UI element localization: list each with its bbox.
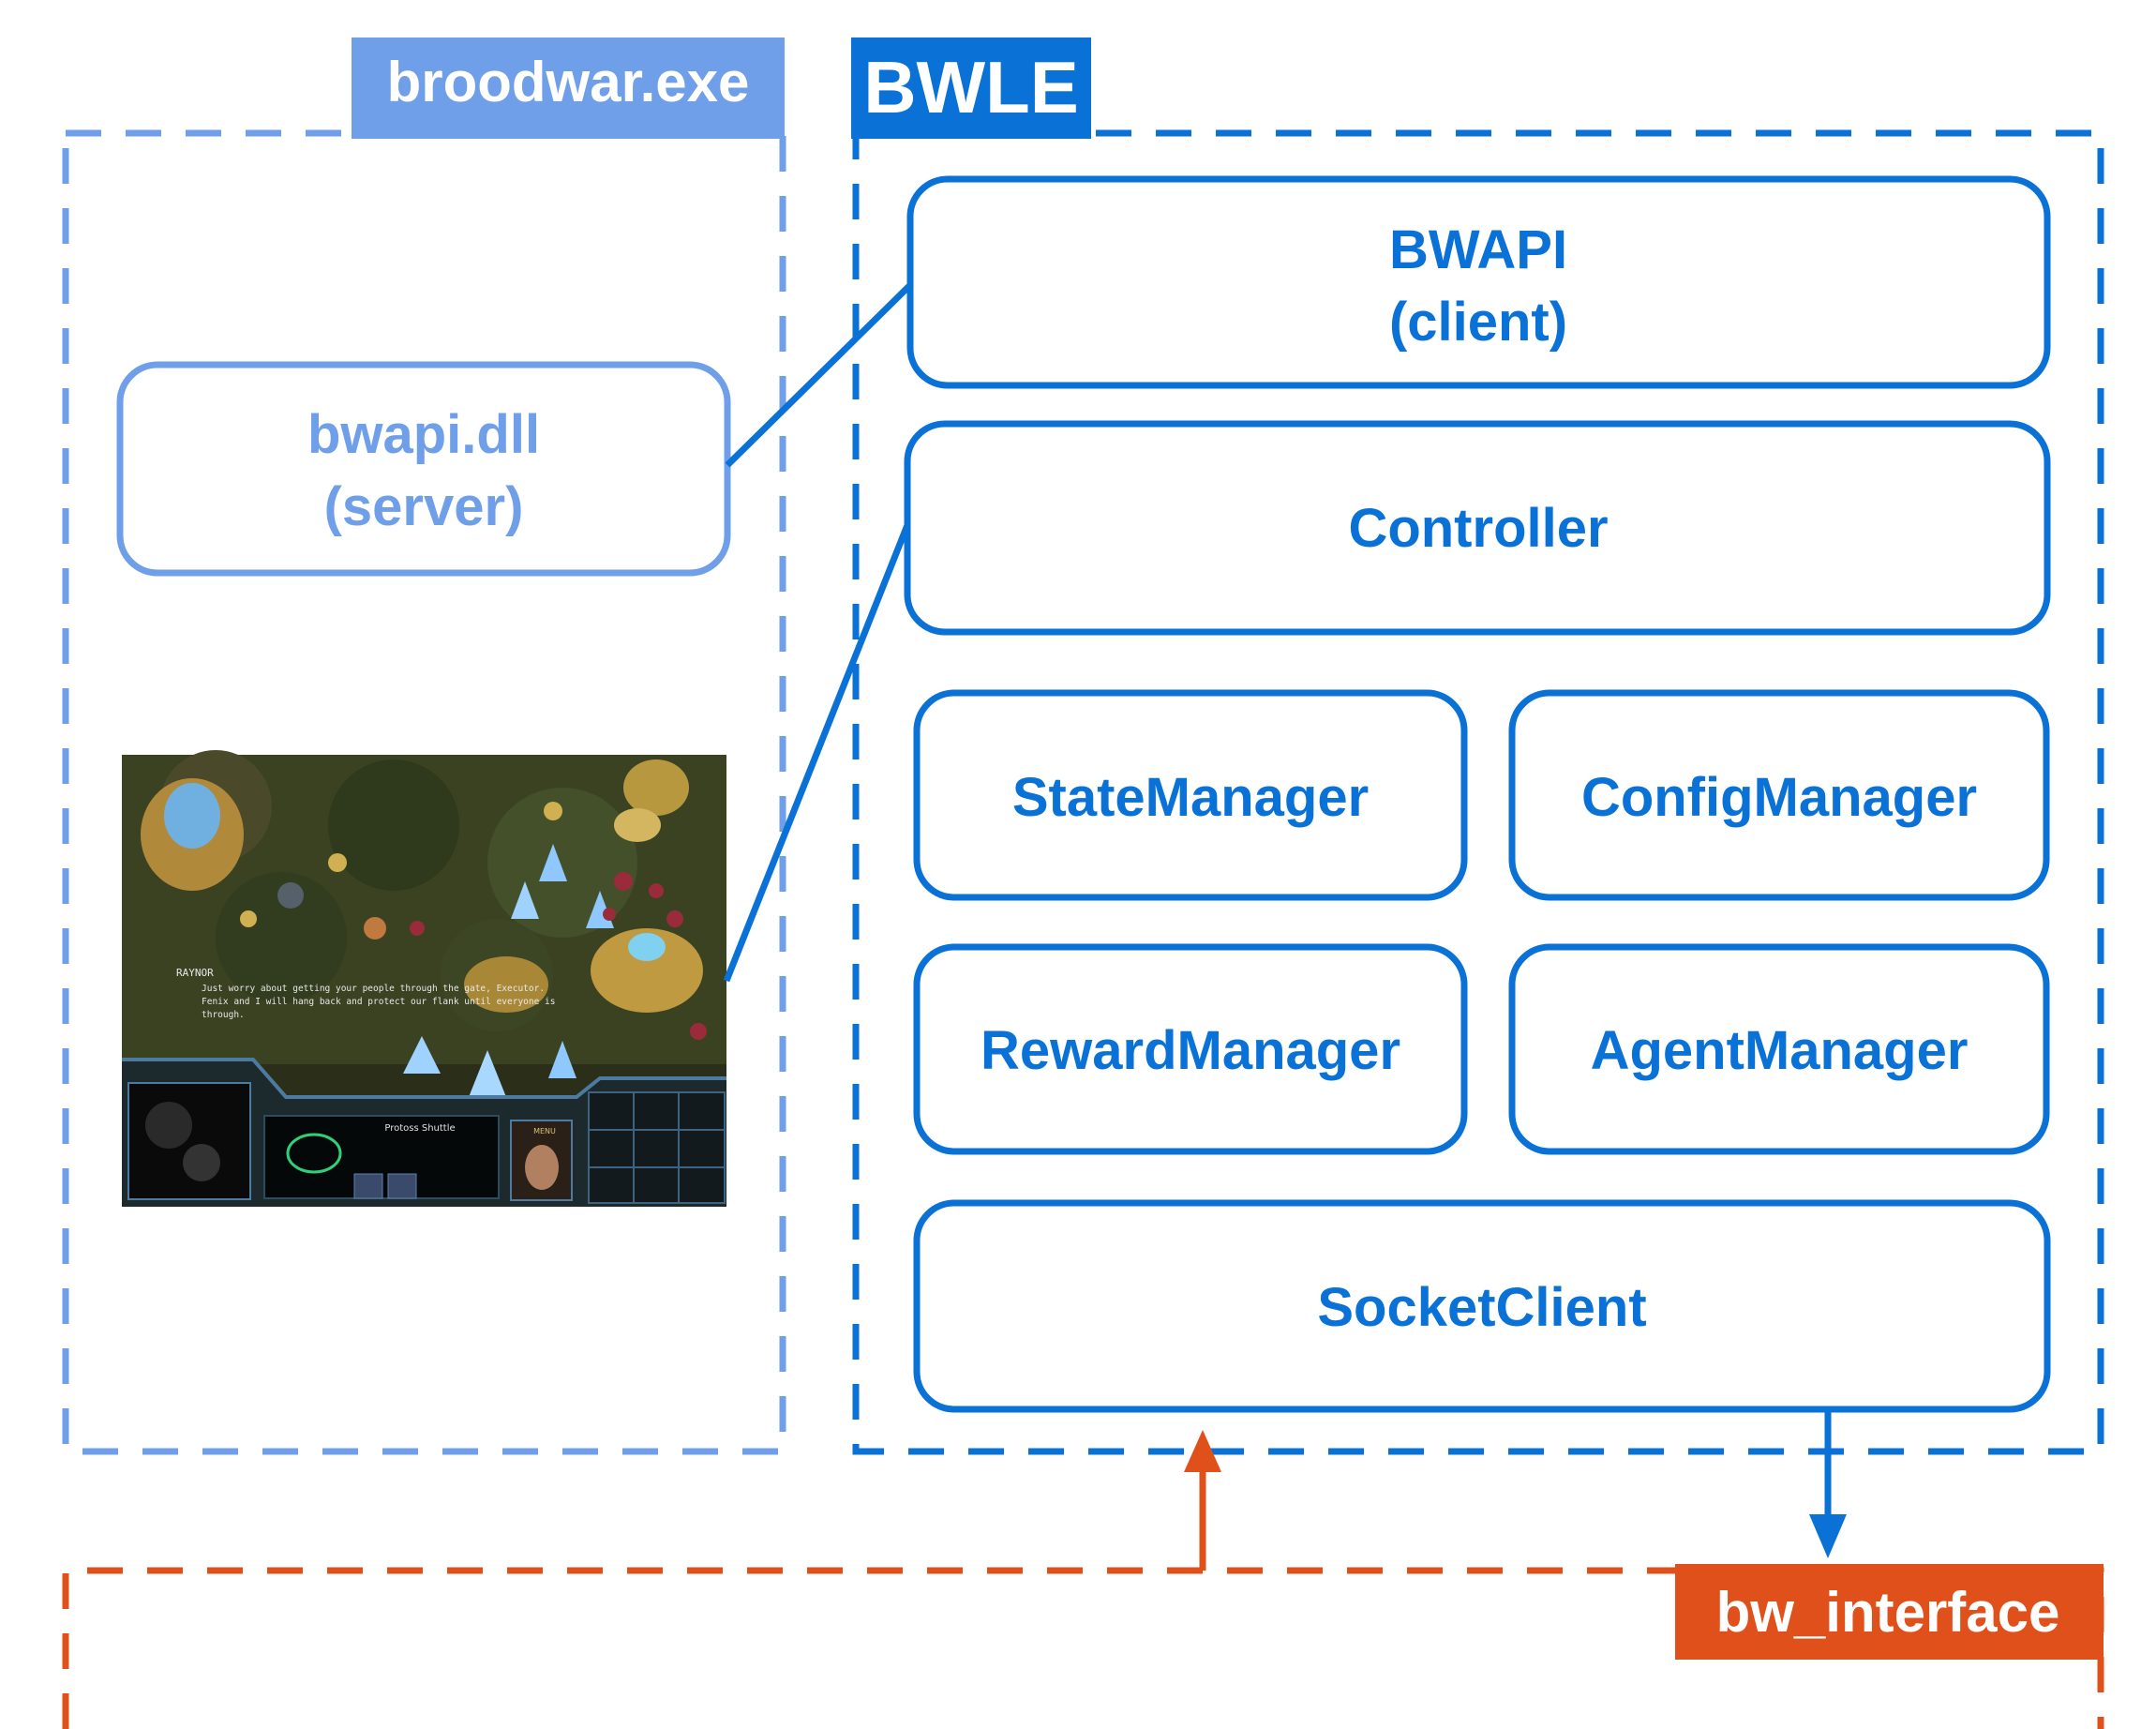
bwapi-dll-label: bwapi.dll	[307, 404, 540, 465]
dll-to-bwapi-connector	[725, 283, 912, 468]
bwle-title: BWLE	[863, 46, 1079, 128]
bwapi-client-label: BWAPI	[1389, 219, 1567, 280]
bw-interface-title: bw_interface	[1716, 1581, 2060, 1644]
screenshot-dialog-line-1: Just worry about getting your people thr…	[202, 984, 545, 994]
screenshot-to-controller-connector	[723, 523, 911, 983]
socket-to-interface-arrow	[1809, 1409, 1847, 1558]
screenshot-dialog-line-3: through.	[202, 1010, 245, 1020]
controller-label: Controller	[1348, 498, 1608, 559]
socket-client-box	[913, 1199, 2051, 1413]
bw-interface-boundary	[62, 1567, 2104, 1729]
bwapi-client-sublabel: (client)	[1389, 292, 1567, 353]
agent-manager-box	[1508, 943, 2050, 1155]
socket-client-label: SocketClient	[1317, 1277, 1646, 1338]
broodwar-exe-title-tab	[352, 38, 785, 139]
state-manager-label: StateManager	[1012, 767, 1369, 828]
bwapi-dll-box	[116, 361, 731, 577]
reward-manager-box	[913, 943, 1468, 1155]
bwapi-client-box	[906, 175, 2051, 389]
screenshot-menu-label: MENU	[533, 1127, 556, 1135]
config-manager-label: ConfigManager	[1581, 767, 1977, 828]
bwapi-dll-sublabel: (server)	[324, 476, 524, 537]
bw-interface-title-tab	[1675, 1564, 2104, 1660]
bwle-group: BWLE BWAPI (client) Controller StateMana…	[851, 38, 2104, 1455]
interface-to-bwle-arrow	[1184, 1430, 1221, 1571]
bw-interface-group: bw_interface	[62, 1564, 2104, 1729]
starcraft-screenshot: RAYNOR Just worry about getting your peo…	[122, 750, 726, 1207]
bwle-boundary	[852, 129, 2104, 1455]
screenshot-unit-name: Protoss Shuttle	[384, 1123, 455, 1134]
agent-manager-label: AgentManager	[1591, 1020, 1969, 1081]
screenshot-dialog-line-2: Fenix and I will hang back and protect o…	[202, 997, 556, 1007]
bwle-title-tab	[851, 38, 1091, 139]
controller-box	[904, 420, 2051, 636]
broodwar-exe-group: broodwar.exe bwapi.dll (server)	[62, 38, 786, 1455]
config-manager-box	[1508, 689, 2050, 901]
broodwar-exe-title: broodwar.exe	[387, 51, 750, 113]
state-manager-box	[913, 689, 1468, 901]
screenshot-speaker: RAYNOR	[176, 967, 214, 979]
reward-manager-label: RewardManager	[981, 1020, 1400, 1081]
